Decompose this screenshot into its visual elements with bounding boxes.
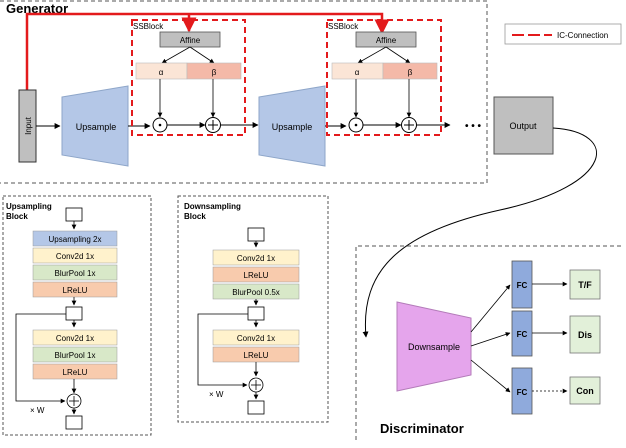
ssblock-label-1: SSBlock: [133, 22, 164, 31]
upsample-label-2: Upsample: [272, 122, 313, 132]
legend: IC-Connection: [504, 23, 622, 45]
upsampling-layer-4: [32, 281, 118, 298]
output-label: Output: [509, 121, 537, 131]
downsampling-block-title-2: Block: [184, 212, 206, 221]
beta-label-1: β: [212, 68, 217, 77]
arrow-affine-alpha-1: [161, 46, 191, 64]
upsampling-skip-connection: [15, 313, 66, 404]
affine-label-2: Affine: [376, 36, 397, 45]
arrow-downsample-fc-3: [470, 359, 511, 393]
arrow-affine-beta-1: [189, 46, 215, 64]
upsampling-layer-label-5: Conv2d 1x: [56, 334, 94, 343]
ssblock-label-2: SSBlock: [328, 22, 359, 31]
upsampling-mid-node: [65, 306, 83, 321]
upsampling-input-node: [65, 207, 83, 222]
input-label: Input: [24, 116, 33, 135]
arrow-affine-beta-2: [385, 46, 411, 64]
upsampling-block-panel: Upsampling Block Upsampling 2x Conv2d 1x…: [2, 195, 152, 436]
upsampling-layer-2: [32, 247, 118, 264]
fc-box-1: [511, 260, 533, 309]
upsampling-layer-label-2: Conv2d 1x: [56, 252, 94, 261]
upsampling-block-title-1: Upsampling: [6, 202, 52, 211]
alpha-label-1: α: [159, 68, 164, 77]
generator-title: Generator: [6, 1, 68, 16]
ssblock-frame-1: [131, 19, 246, 136]
downsampling-layer-1: [212, 249, 300, 266]
output-tf-label: T/F: [578, 280, 592, 290]
downsampling-mid-node: [247, 306, 265, 321]
upsampling-layer-1: [32, 230, 118, 247]
downsampling-layer-label-5: LReLU: [244, 351, 269, 360]
output-con-box: [569, 376, 601, 405]
downsampling-output-node: [247, 400, 265, 415]
output-con-label: Con: [576, 386, 594, 396]
upsampling-layer-label-1: Upsampling 2x: [49, 235, 102, 244]
upsampling-layer-label-7: LReLU: [63, 368, 88, 377]
downsampling-block-panel: Downsampling Block Conv2d 1x LReLU BlurP…: [177, 195, 329, 423]
generator-frame: [0, 0, 488, 184]
beta-box-2: [382, 62, 438, 80]
upsampling-layer-3: [32, 264, 118, 281]
discriminator-panel: Discriminator Downsample FC FC FC T/F Di…: [355, 245, 624, 440]
fc-label-3: FC: [517, 388, 528, 397]
discriminator-frame: [355, 245, 624, 440]
downsampling-skip-connection: [197, 313, 248, 388]
output-dis-box: [569, 315, 601, 354]
upsample-trapezoid-1: [61, 85, 129, 167]
upsampling-repeat-label: × W: [30, 406, 45, 415]
downsampling-layer-label-3: BlurPool 0.5x: [232, 288, 280, 297]
upsampling-layer-label-4: LReLU: [63, 286, 88, 295]
upsampling-layer-label-6: BlurPool 1x: [55, 351, 96, 360]
downsampling-repeat-label: × W: [209, 390, 224, 399]
ellipsis-dots: • • •: [465, 121, 482, 132]
output-box: [493, 96, 554, 155]
arrow-downsample-fc-2: [470, 332, 511, 347]
downsampling-layer-4: [212, 329, 300, 346]
multiply-dot-icon-1: [158, 123, 162, 127]
downsampling-layer-label-2: LReLU: [244, 271, 269, 280]
multiply-dot-icon-2: [354, 123, 358, 127]
downsampling-input-node: [247, 227, 265, 242]
legend-label-ic-connection: IC-Connection: [557, 31, 608, 40]
downsampling-layer-label-4: Conv2d 1x: [237, 334, 275, 343]
generator-panel: Generator Input Upsample SSBlock Affine …: [0, 0, 488, 184]
upsampling-block-frame: [2, 195, 152, 436]
output-dis-label: Dis: [578, 330, 592, 340]
beta-box-1: [186, 62, 242, 80]
arrow-affine-alpha-2: [357, 46, 387, 64]
fc-label-1: FC: [517, 281, 528, 290]
upsampling-layer-5: [32, 329, 118, 346]
ssblock-2: SSBlock Affine α β: [326, 19, 442, 136]
ssblock-1: SSBlock Affine α β: [131, 19, 246, 136]
upsampling-output-node: [65, 415, 83, 430]
alpha-label-2: α: [355, 68, 360, 77]
downsampling-block-title-1: Downsampling: [184, 202, 241, 211]
arrow-downsample-fc-1: [470, 284, 511, 333]
downsample-label: Downsample: [408, 342, 460, 352]
beta-label-2: β: [408, 68, 413, 77]
upsampling-layer-6: [32, 346, 118, 363]
ssblock-frame-2: [326, 19, 442, 136]
fc-box-2: [511, 310, 533, 357]
legend-frame: [504, 23, 622, 45]
downsample-trapezoid: [396, 301, 472, 392]
arrow-output-to-discriminator: [362, 127, 597, 338]
output-tf-box: [569, 269, 601, 300]
upsample-label-1: Upsample: [76, 122, 117, 132]
discriminator-title: Discriminator: [380, 421, 464, 436]
downsampling-layer-label-1: Conv2d 1x: [237, 254, 275, 263]
upsampling-block-title-2: Block: [6, 212, 28, 221]
upsampling-layer-7: [32, 363, 118, 380]
downsampling-block-frame: [177, 195, 329, 423]
upsampling-layer-label-3: BlurPool 1x: [55, 269, 96, 278]
downsampling-layer-2: [212, 266, 300, 283]
affine-label-1: Affine: [180, 36, 201, 45]
upsample-trapezoid-2: [258, 85, 326, 167]
fc-label-2: FC: [517, 330, 528, 339]
